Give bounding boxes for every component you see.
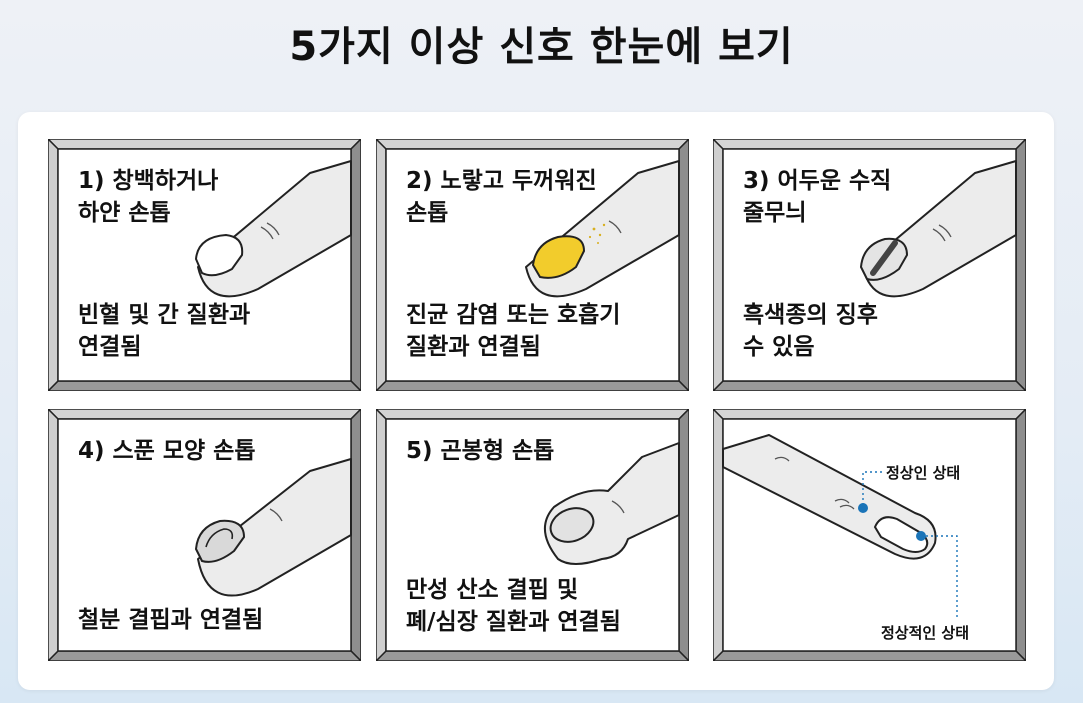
panel-normal-reference: 정상인 상태 정상적인 상태 [713, 409, 1026, 661]
panel-clubbed-nails: 5) 곤봉형 손톱 만성 산소 결핍 및 폐/심장 질환과 연결됨 [376, 409, 689, 661]
panel-heading: 5) 곤봉형 손톱 [406, 438, 555, 464]
panel-description: 철분 결핍과 연결됨 [78, 607, 264, 633]
panel-heading: 4) 스푼 모양 손톱 [78, 438, 256, 464]
top-marker-dot [858, 503, 868, 513]
bottom-marker-dot [916, 531, 926, 541]
panel-yellow-nails: 2) 노랗고 두꺼워진 손톱 진균 감염 또는 호흡기 질환과 연결됨 [376, 139, 689, 391]
panel-description: 진균 감염 또는 호흡기 질환과 연결됨 [406, 302, 621, 360]
dark-stripe [870, 240, 898, 276]
finger-illustration [194, 160, 352, 298]
panel-pale-nails: 1) 창백하거나 하얀 손톱 빈혈 및 간 질환과 연결됨 [48, 139, 361, 391]
panel-spoon-nails: 4) 스푼 모양 손톱 철분 결핍과 연결됨 [48, 409, 361, 661]
finger-illustration [544, 442, 680, 565]
yellow-nail [531, 235, 586, 279]
finger-illustration [194, 458, 352, 597]
finger-illustration [859, 160, 1017, 298]
panel-description: 빈혈 및 간 질환과 연결됨 [78, 302, 251, 360]
panel-heading: 3) 어두운 수직 줄무늬 [743, 168, 892, 226]
panel-dark-stripe: 3) 어두운 수직 줄무늬 흑색종의 징후 수 있음 [713, 139, 1026, 391]
page-title: 5가지 이상 신호 한눈에 보기 [289, 24, 794, 70]
clubbed-nail [549, 507, 595, 543]
finger-illustration [722, 434, 958, 618]
callout-top-label: 정상인 상태 [886, 464, 961, 482]
normal-nail [873, 516, 929, 553]
panel-heading: 2) 노랗고 두꺼워진 손톱 [406, 168, 597, 226]
top-callout-line [862, 471, 883, 505]
panel-heading: 1) 창백하거나 하얀 손톱 [78, 168, 219, 226]
panel-description: 흑색종의 징후 수 있음 [743, 302, 878, 360]
pale-nail [194, 233, 244, 277]
bottom-callout-line [921, 535, 958, 618]
panel-description: 만성 산소 결핍 및 폐/심장 질환과 연결됨 [406, 577, 621, 635]
finger-illustration [525, 160, 680, 298]
callout-bottom-label: 정상적인 상태 [881, 624, 970, 642]
spoon-nail [194, 519, 246, 563]
signs-board: 1) 창백하거나 하얀 손톱 빈혈 및 간 질환과 연결됨 2) 노랗고 두꺼워… [18, 112, 1054, 690]
